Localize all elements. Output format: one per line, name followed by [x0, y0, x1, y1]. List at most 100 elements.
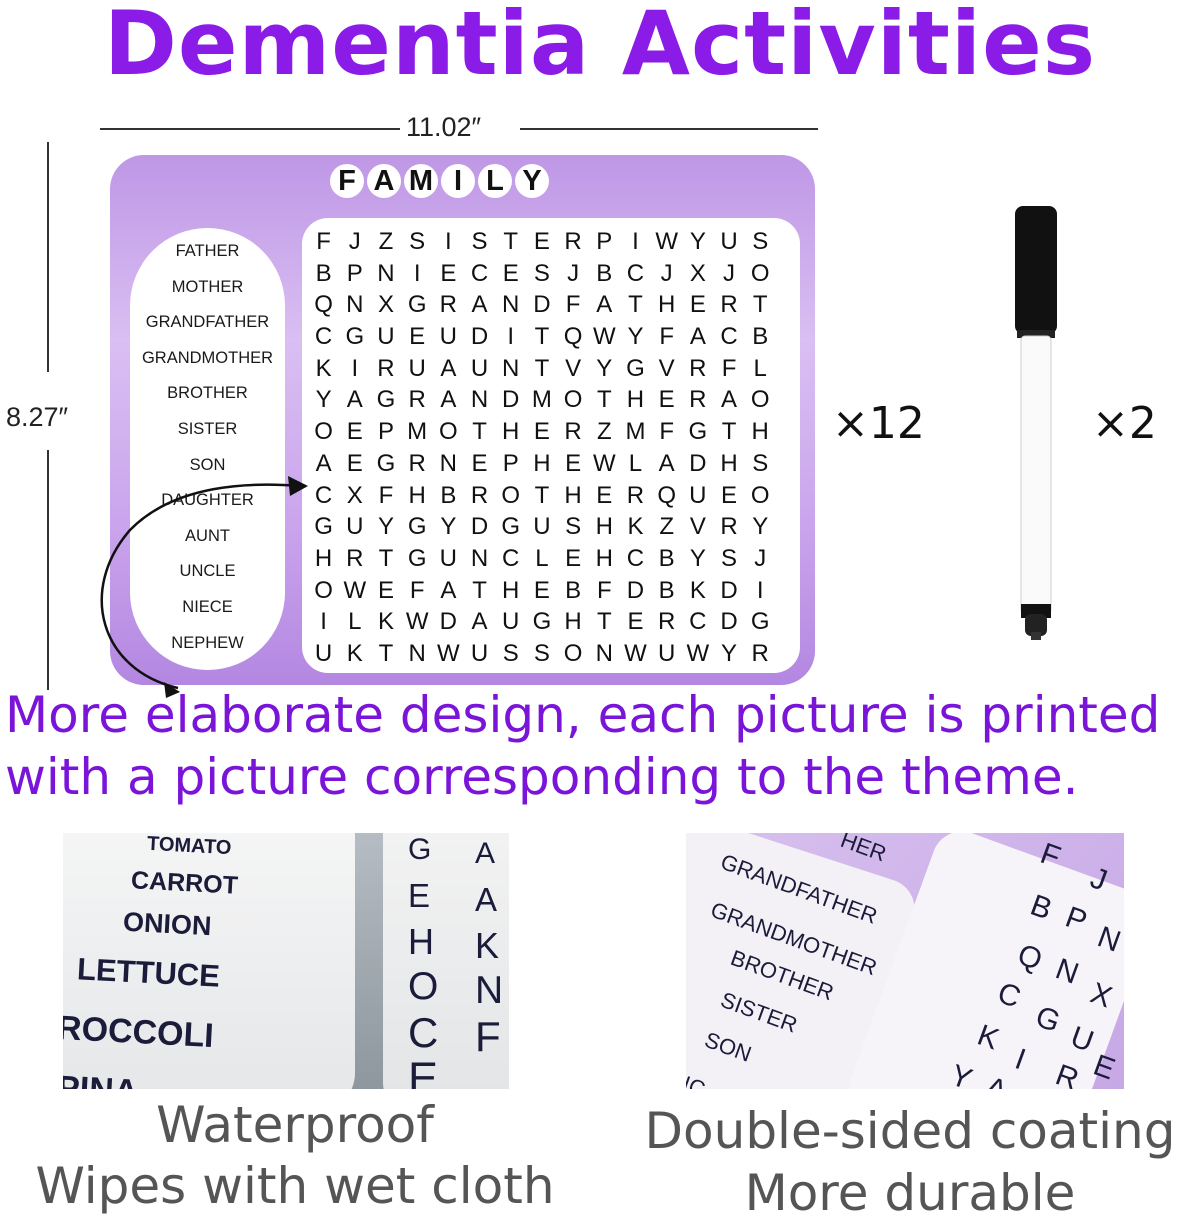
- word-list-item: BROTHER: [167, 384, 248, 403]
- grid-letter: D: [439, 608, 458, 636]
- grid-letter: C: [626, 259, 645, 287]
- grid-letter: E: [502, 259, 519, 287]
- left-photo-letter: H: [408, 921, 434, 962]
- grid-letter: Q: [657, 481, 676, 509]
- grid-letter: N: [502, 354, 520, 382]
- grid-letter: D: [470, 323, 489, 351]
- grid-letter: D: [720, 608, 738, 636]
- grid-letter: Y: [627, 323, 644, 351]
- grid-letter: A: [346, 386, 363, 414]
- right-photo-letter: I: [1010, 1042, 1030, 1077]
- theme-letter: M: [404, 164, 438, 198]
- left-photo-letter: E: [408, 1053, 439, 1089]
- left-photo-letter: E: [408, 877, 431, 914]
- closeup-word-panel: [63, 833, 355, 1089]
- grid-letter: G: [688, 418, 708, 446]
- grid-letter: Y: [689, 228, 706, 255]
- grid-letter: R: [439, 291, 458, 319]
- grid-letter: O: [563, 386, 583, 414]
- grid-letter: M: [407, 418, 428, 446]
- right-photo-letter: R: [1051, 1058, 1083, 1089]
- right-photo-letter: X: [1086, 976, 1117, 1015]
- grid-letter: E: [658, 386, 675, 414]
- grid-letter: T: [721, 418, 737, 446]
- left-photo-letter: C: [408, 1009, 439, 1056]
- grid-letter: S: [721, 544, 738, 572]
- height-dimension-line-bottom: [47, 450, 49, 690]
- grid-letter: F: [596, 576, 612, 604]
- grid-letter: B: [658, 544, 675, 572]
- right-photo-letter: P: [1061, 900, 1092, 939]
- grid-letter: H: [626, 386, 645, 414]
- waterproof-description: Wipes with wet cloth: [35, 1157, 555, 1215]
- grid-letter: U: [439, 323, 458, 351]
- grid-letter: X: [346, 481, 363, 509]
- right-photo-letter: Y: [946, 1058, 977, 1089]
- grid-letter: E: [533, 418, 550, 446]
- grid-letter: H: [657, 291, 676, 319]
- grid-letter: H: [564, 608, 582, 636]
- grid-letter: U: [689, 481, 707, 509]
- grid-letter: U: [470, 354, 489, 382]
- grid-letter: F: [565, 291, 581, 319]
- grid-letter: U: [502, 608, 520, 636]
- grid-letter: K: [315, 354, 332, 382]
- grid-letter: R: [377, 354, 395, 382]
- grid-letter: B: [315, 259, 332, 287]
- card-quantity: ×12: [832, 398, 925, 449]
- grid-letter: I: [413, 259, 421, 287]
- letter-grid-panel: [302, 218, 800, 673]
- grid-letter: N: [502, 291, 520, 319]
- word-list-item: SON: [189, 455, 226, 474]
- grid-letter: F: [659, 323, 674, 351]
- grid-letter: V: [689, 513, 706, 541]
- right-photo-letter: C: [993, 976, 1025, 1015]
- waterproof-closeup-photo: TOMATO CARROT ONION LETTUCE ROCCOLI PINA…: [63, 833, 509, 1089]
- grid-letter: T: [596, 608, 612, 636]
- grid-letter: U: [408, 354, 426, 382]
- grid-letter: O: [750, 386, 770, 414]
- word-list-item: NIECE: [182, 598, 233, 616]
- grid-letter: E: [346, 418, 363, 446]
- grid-letter: H: [502, 418, 520, 446]
- grid-letter: A: [440, 354, 457, 382]
- grid-letter: Y: [440, 513, 457, 541]
- grid-letter: S: [752, 449, 769, 477]
- grid-letter: T: [752, 291, 768, 319]
- grid-letter: C: [626, 544, 645, 572]
- grid-letter: G: [345, 323, 365, 351]
- grid-letter: W: [592, 323, 616, 351]
- grid-letter: Y: [377, 513, 394, 541]
- grid-letter: P: [377, 418, 394, 446]
- width-dimension-line-left: [100, 128, 400, 130]
- durable-description: More durable: [744, 1164, 1076, 1222]
- grid-letter: K: [377, 608, 394, 636]
- grid-letter: I: [632, 228, 639, 255]
- grid-letter: W: [624, 639, 647, 667]
- grid-letter: R: [564, 418, 582, 446]
- grid-letter: R: [626, 481, 645, 509]
- grid-letter: F: [409, 576, 425, 604]
- grid-letter: C: [720, 323, 738, 351]
- right-photo-letter: N: [1051, 952, 1083, 991]
- grid-letter: H: [314, 544, 333, 572]
- grid-letter: V: [565, 354, 582, 382]
- grid-letter: H: [533, 449, 551, 477]
- grid-letter: R: [689, 354, 707, 382]
- theme-letter: I: [441, 164, 475, 198]
- grid-letter: G: [750, 608, 770, 636]
- grid-letter: H: [751, 418, 769, 446]
- grid-letter: X: [689, 259, 706, 287]
- waterproof-feature: Waterproof Wipes with wet cloth: [0, 1094, 590, 1217]
- design-caption: More elaborate design, each picture is p…: [5, 686, 1161, 806]
- grid-letter: E: [565, 544, 582, 572]
- grid-letter: E: [533, 576, 550, 604]
- theme-letter: F: [330, 164, 364, 198]
